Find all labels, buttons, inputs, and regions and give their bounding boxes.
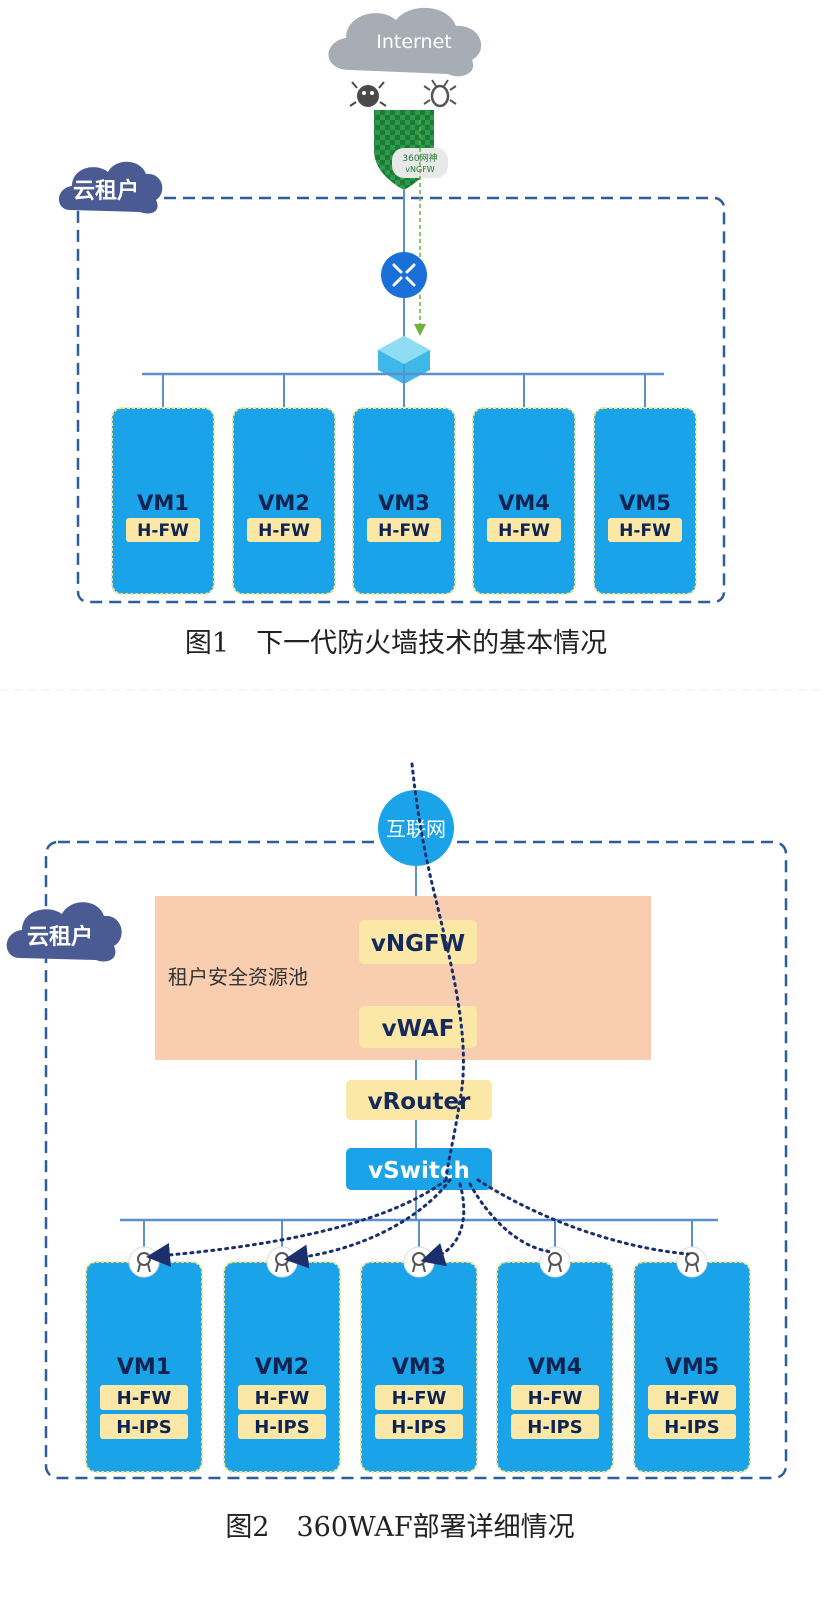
tag-box bbox=[100, 1385, 188, 1410]
tag-label: H-FW bbox=[619, 521, 671, 541]
vrouter-box bbox=[346, 1080, 492, 1120]
malware-icon bbox=[349, 81, 387, 107]
bug-icon bbox=[423, 79, 457, 108]
tag-label: H-FW bbox=[665, 1388, 720, 1409]
tag-label: H-FW bbox=[378, 521, 430, 541]
certificate-badge-icon bbox=[128, 1246, 160, 1278]
tag-box bbox=[126, 518, 200, 542]
vwaf-label: vWAF bbox=[382, 1016, 455, 1042]
certificate-badge-icon bbox=[403, 1246, 435, 1278]
vrouter-label: vRouter bbox=[368, 1089, 471, 1115]
tag-box bbox=[608, 518, 682, 542]
tag-label: H-FW bbox=[498, 521, 550, 541]
tag-label: H-FW bbox=[528, 1388, 583, 1409]
tenant-label: 云租户 bbox=[73, 178, 139, 204]
tag-label: H-IPS bbox=[254, 1417, 309, 1438]
tag-box bbox=[511, 1414, 599, 1439]
vwaf-box bbox=[359, 1006, 477, 1048]
vm-name: VM5 bbox=[619, 491, 671, 515]
tag-box bbox=[511, 1385, 599, 1410]
tag-label: H-IPS bbox=[664, 1417, 719, 1438]
vm-name: VM4 bbox=[498, 491, 550, 515]
tag-label: H-FW bbox=[255, 1388, 310, 1409]
tenant-cloud: 云租户 bbox=[6, 902, 122, 962]
internet-label: Internet bbox=[376, 31, 451, 53]
traffic-path-vm4 bbox=[468, 1182, 554, 1254]
vm-box bbox=[352, 407, 456, 595]
tag-box bbox=[375, 1414, 463, 1439]
tag-box bbox=[648, 1414, 736, 1439]
vswitch-label: vSwitch bbox=[368, 1158, 470, 1184]
tag-label: H-IPS bbox=[116, 1417, 171, 1438]
traffic-path-vm5 bbox=[476, 1178, 690, 1256]
certificate-badge-icon bbox=[676, 1246, 708, 1278]
traffic-path-vm1 bbox=[146, 1178, 448, 1267]
tag-box bbox=[648, 1385, 736, 1410]
tenant-label: 云租户 bbox=[27, 924, 93, 950]
tag-label: H-IPS bbox=[527, 1417, 582, 1438]
tenant-border bbox=[76, 196, 726, 604]
tag-box bbox=[487, 518, 561, 542]
vngfw-box bbox=[359, 920, 477, 964]
tag-label: H-FW bbox=[117, 1388, 172, 1409]
internet-cloud: Internet bbox=[328, 7, 482, 77]
vm-box bbox=[111, 407, 215, 595]
vm-row: VM1H-FWH-IPSVM2H-FWH-IPSVM3H-FWH-IPSVM4H… bbox=[85, 1246, 751, 1473]
tenant-cloud: 云租户 bbox=[58, 161, 163, 214]
vm-name: VM1 bbox=[117, 1355, 171, 1380]
figure2: 云租户 互联网 租户安全资源池 vNGFW vWAF vRouter vSwit… bbox=[6, 762, 788, 1543]
traffic-path-main bbox=[410, 762, 465, 1182]
vm-name: VM1 bbox=[137, 491, 189, 515]
traffic-paths bbox=[146, 762, 690, 1269]
vm-name: VM3 bbox=[392, 1355, 446, 1380]
vngfw-label: vNGFW bbox=[371, 931, 465, 957]
vm-name: VM4 bbox=[528, 1355, 582, 1380]
figure1-caption: 图1 下一代防火墙技术的基本情况 bbox=[185, 628, 607, 659]
tag-label: H-FW bbox=[137, 521, 189, 541]
bus-drops bbox=[143, 1220, 693, 1248]
pool-label: 租户安全资源池 bbox=[168, 965, 308, 989]
vm-box bbox=[232, 407, 336, 595]
tag-label: H-FW bbox=[392, 1388, 447, 1409]
traffic-path-vm2 bbox=[284, 1178, 452, 1269]
vm-name: VM3 bbox=[378, 491, 430, 515]
certificate-badge-icon bbox=[539, 1246, 571, 1278]
tag-box bbox=[367, 518, 441, 542]
bus-drops bbox=[162, 374, 646, 408]
traffic-path-vm3 bbox=[420, 1182, 466, 1267]
vswitch-box bbox=[346, 1148, 492, 1190]
tag-label: H-FW bbox=[258, 521, 310, 541]
tag-box bbox=[247, 518, 321, 542]
vm-box bbox=[593, 407, 697, 595]
tag-box bbox=[238, 1414, 326, 1439]
vm-name: VM2 bbox=[255, 1355, 309, 1380]
certificate-badge-icon bbox=[266, 1246, 298, 1278]
vm-box bbox=[472, 407, 576, 595]
vm-name: VM2 bbox=[258, 491, 310, 515]
figure2-caption: 图2 360WAF部署详细情况 bbox=[225, 1512, 574, 1543]
vm-name: VM5 bbox=[665, 1355, 719, 1380]
tag-box bbox=[238, 1385, 326, 1410]
tag-box bbox=[375, 1385, 463, 1410]
tag-box bbox=[100, 1414, 188, 1439]
internet-label: 互联网 bbox=[386, 817, 446, 841]
vngfw-shield-icon: 360网神 vNGFW bbox=[374, 110, 448, 190]
internet-node bbox=[378, 790, 454, 866]
figure1: 云租户 Internet 360网神 vNGFW bbox=[58, 7, 726, 659]
tag-label: H-IPS bbox=[391, 1417, 446, 1438]
router-icon bbox=[381, 252, 427, 298]
